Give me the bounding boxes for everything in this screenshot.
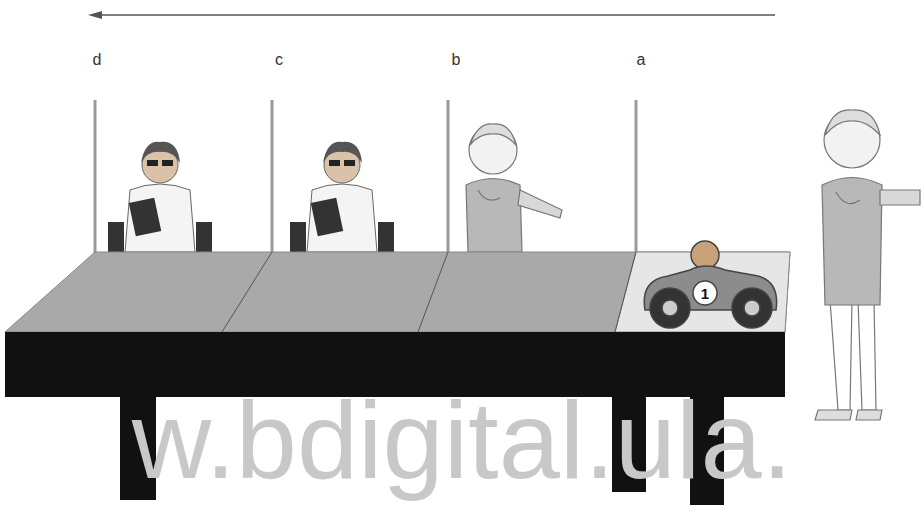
toy-car bbox=[644, 241, 776, 328]
section-letter: d bbox=[93, 52, 102, 68]
child-figure bbox=[466, 124, 562, 252]
child-figure bbox=[815, 110, 920, 420]
observer-figure bbox=[108, 142, 212, 252]
section-letter: a bbox=[637, 52, 646, 68]
watermark: w.bdigital.ula. bbox=[132, 385, 792, 495]
observer-figure bbox=[290, 142, 394, 252]
direction-arrow bbox=[88, 11, 775, 19]
section-letter: c bbox=[275, 52, 283, 68]
car-number: 1 bbox=[701, 286, 709, 301]
section-letter: b bbox=[452, 52, 461, 68]
section-pole bbox=[95, 100, 636, 255]
